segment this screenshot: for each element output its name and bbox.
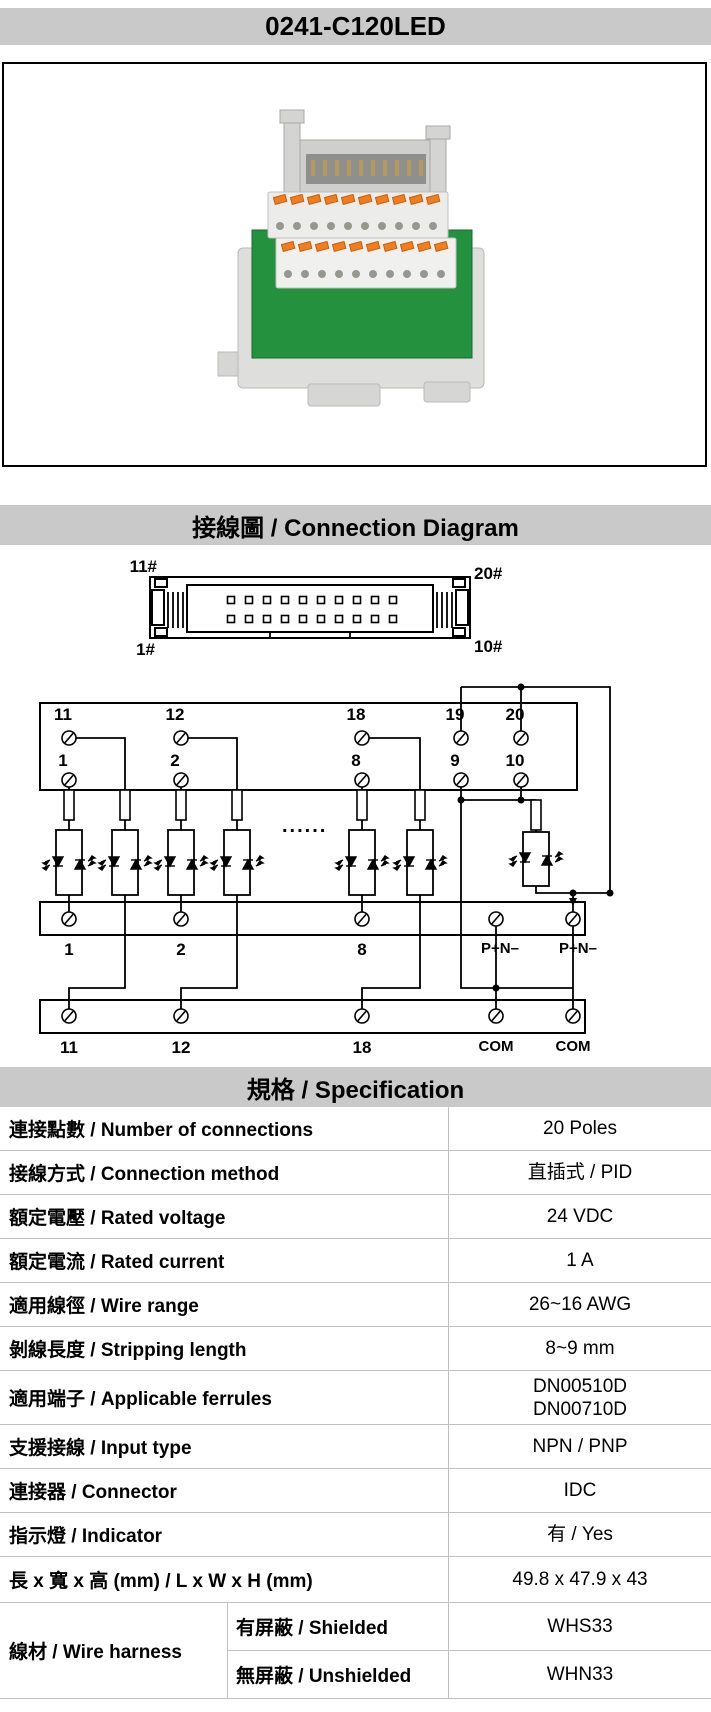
spec-sublabel: 無屏蔽 / Unshielded bbox=[227, 1651, 448, 1698]
junction-dots bbox=[457, 683, 614, 992]
spec-row-wire-harness: 線材 / Wire harness 有屏蔽 / Shielded WHS33 無… bbox=[0, 1603, 711, 1699]
spec-value: 49.8 x 47.9 x 43 bbox=[448, 1557, 711, 1602]
spec-label: 額定電壓 / Rated voltage bbox=[9, 1208, 226, 1229]
wiring: ...... bbox=[39, 683, 614, 1016]
spec-row-connections: 連接點數 / Number of connections 20 Poles bbox=[0, 1107, 711, 1151]
spec-value: 20 Poles bbox=[448, 1107, 711, 1150]
spec-table: 連接點數 / Number of connections 20 Poles 接線… bbox=[0, 1107, 711, 1699]
resistors bbox=[63, 789, 542, 831]
spec-row-dimensions: 長 x 寬 x 高 (mm) / L x W x H (mm) 49.8 x 4… bbox=[0, 1557, 711, 1603]
connector-label-bottom-right: 10# bbox=[474, 637, 503, 656]
spec-label: 長 x 寬 x 高 (mm) / L x W x H (mm) bbox=[9, 1571, 313, 1592]
svg-text:11: 11 bbox=[54, 705, 72, 724]
spec-label: 支援接線 / Input type bbox=[9, 1438, 192, 1459]
svg-text:11: 11 bbox=[60, 1038, 78, 1057]
spec-value: WHS33 bbox=[448, 1603, 711, 1650]
connector-label-top-left: 11# bbox=[130, 557, 158, 576]
spec-label: 適用端子 / Applicable ferrules bbox=[9, 1389, 272, 1410]
svg-text:2: 2 bbox=[176, 940, 185, 959]
spec-label: 剝線長度 / Stripping length bbox=[9, 1340, 247, 1361]
svg-text:COM: COM bbox=[479, 1038, 514, 1055]
svg-text:18: 18 bbox=[347, 705, 366, 724]
svg-text:19: 19 bbox=[446, 705, 465, 724]
spec-label: 接線方式 / Connection method bbox=[9, 1164, 280, 1185]
svg-text:1: 1 bbox=[64, 940, 73, 959]
spec-row-connector: 連接器 / Connector IDC bbox=[0, 1469, 711, 1513]
svg-text:COM: COM bbox=[556, 1038, 591, 1055]
spec-row-indicator: 指示燈 / Indicator 有 / Yes bbox=[0, 1513, 711, 1557]
svg-text:8: 8 bbox=[357, 940, 366, 959]
product-photo bbox=[217, 109, 484, 406]
spec-row-wire-range: 適用線徑 / Wire range 26~16 AWG bbox=[0, 1283, 711, 1327]
ellipsis: ...... bbox=[282, 815, 327, 837]
spec-value: 1 A bbox=[448, 1239, 711, 1282]
spec-label: 指示燈 / Indicator bbox=[9, 1526, 163, 1547]
svg-text:18: 18 bbox=[353, 1038, 372, 1057]
spec-sublabel: 有屏蔽 / Shielded bbox=[227, 1603, 448, 1650]
svg-text:8: 8 bbox=[351, 751, 360, 770]
spec-value: 26~16 AWG bbox=[448, 1283, 711, 1326]
connector-label-top-right: 20# bbox=[474, 564, 503, 583]
svg-text:20: 20 bbox=[506, 705, 525, 724]
spec-row-connection-method: 接線方式 / Connection method 直插式 / PID bbox=[0, 1151, 711, 1195]
spec-label: 連接點數 / Number of connections bbox=[9, 1120, 314, 1141]
spec-row-ferrules: 適用端子 / Applicable ferrules DN00510D DN00… bbox=[0, 1371, 711, 1425]
led-array bbox=[55, 829, 550, 896]
svg-text:9: 9 bbox=[450, 751, 459, 770]
product-image-box bbox=[2, 62, 707, 467]
spec-label: 額定電流 / Rated current bbox=[9, 1252, 225, 1273]
wire-harness-unshielded-row: 無屏蔽 / Unshielded WHN33 bbox=[227, 1651, 711, 1698]
spec-value: WHN33 bbox=[448, 1651, 711, 1698]
page-title: 0241-C120LED bbox=[0, 8, 711, 45]
spec-row-stripping-length: 剝線長度 / Stripping length 8~9 mm bbox=[0, 1327, 711, 1371]
spec-row-rated-current: 額定電流 / Rated current 1 A bbox=[0, 1239, 711, 1283]
connector-label-bottom-left: 1# bbox=[136, 640, 155, 659]
svg-text:1: 1 bbox=[58, 751, 67, 770]
terminal-number-labels: 11 12 18 19 20 1 2 8 9 10 1 2 8 P+N– P+N… bbox=[54, 705, 597, 1057]
spec-section-header: 規格 / Specification bbox=[0, 1067, 711, 1107]
svg-text:10: 10 bbox=[506, 751, 525, 770]
svg-text:P+N–: P+N– bbox=[559, 940, 597, 957]
spec-value: NPN / PNP bbox=[448, 1425, 711, 1468]
spec-row-rated-voltage: 額定電壓 / Rated voltage 24 VDC bbox=[0, 1195, 711, 1239]
spec-value: DN00510D DN00710D bbox=[448, 1371, 711, 1424]
svg-text:12: 12 bbox=[166, 705, 185, 724]
spec-row-input-type: 支援接線 / Input type NPN / PNP bbox=[0, 1425, 711, 1469]
terminal-circles bbox=[61, 730, 581, 1024]
connector-pins bbox=[226, 595, 398, 624]
terminal-rows bbox=[267, 191, 456, 288]
spec-value: 直插式 / PID bbox=[448, 1151, 711, 1194]
spec-label: 連接器 / Connector bbox=[9, 1482, 177, 1503]
wire-harness-shielded-row: 有屏蔽 / Shielded WHS33 bbox=[227, 1603, 711, 1651]
spec-value: IDC bbox=[448, 1469, 711, 1512]
spec-value: 24 VDC bbox=[448, 1195, 711, 1238]
spec-label: 適用線徑 / Wire range bbox=[9, 1296, 199, 1317]
svg-text:P+N–: P+N– bbox=[481, 940, 519, 957]
terminal-box bbox=[39, 702, 578, 791]
connection-diagram: 11# 20# 1# 10# bbox=[39, 557, 614, 1057]
spec-value: 有 / Yes bbox=[448, 1513, 711, 1556]
diagram-section-header: 接線圖 / Connection Diagram bbox=[0, 505, 711, 545]
wire-harness-label: 線材 / Wire harness bbox=[9, 1642, 182, 1663]
spec-value: 8~9 mm bbox=[448, 1327, 711, 1370]
svg-text:12: 12 bbox=[172, 1038, 191, 1057]
svg-text:2: 2 bbox=[170, 751, 179, 770]
idc-connector-drawing: 11# 20# 1# 10# bbox=[130, 557, 503, 659]
